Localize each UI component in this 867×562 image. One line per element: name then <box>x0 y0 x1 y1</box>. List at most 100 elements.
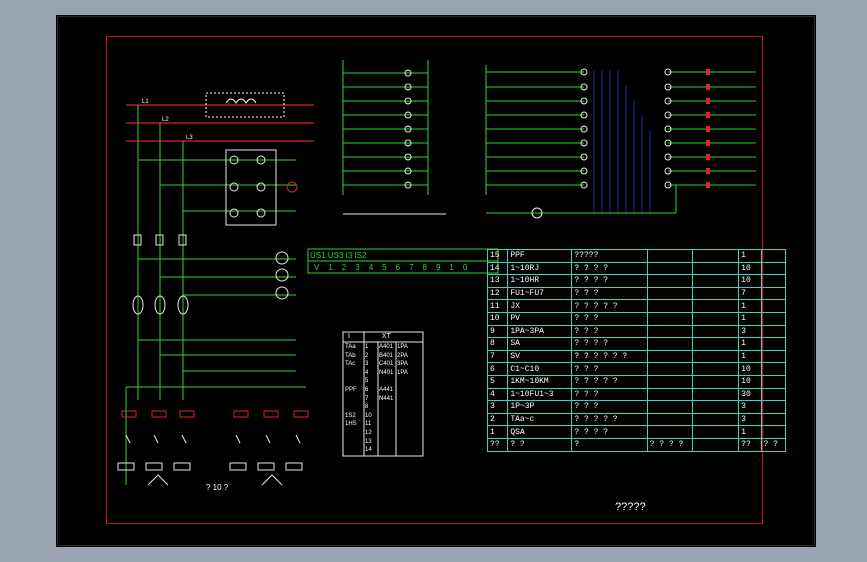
parts-cell-ut <box>760 400 787 414</box>
parts-cell-ds: ? ? ? ? ? <box>571 374 648 389</box>
parts-cell-ut <box>760 311 787 326</box>
parts-cell-ut <box>760 261 787 276</box>
parts-cell-nm: FU1~FU7 <box>507 286 573 301</box>
parts-cell-qt: 3 <box>738 324 762 339</box>
parts-cell-no: 8 <box>486 337 509 351</box>
parts-footer-gap <box>692 437 740 452</box>
xt-cell: B401 <box>379 352 394 359</box>
parts-cell-ut <box>760 374 787 389</box>
xt-cell: 2 <box>365 352 369 359</box>
parts-cell-ds: ? ? ? <box>571 400 648 414</box>
terminal-num: 8 <box>422 263 436 272</box>
xt-cell: 11 <box>365 421 372 428</box>
bottom-note: ? 10 ? <box>206 483 229 492</box>
parts-cell-gap <box>646 311 694 326</box>
title-block-text: ????? <box>615 501 646 513</box>
xt-cell: 3 <box>365 361 369 368</box>
xt-cell: A441 <box>379 386 394 393</box>
parts-cell-nm: SA <box>507 337 573 351</box>
parts-cell-qt: 1 <box>738 425 762 439</box>
parts-cell-nm: C1~C10 <box>507 362 573 376</box>
svg-text:L1: L1 <box>142 99 149 105</box>
xt-cell: 4 <box>365 369 369 376</box>
parts-cell-nm: SV <box>507 349 573 364</box>
parts-cell-ut <box>760 274 787 288</box>
parts-cell-gap <box>646 400 694 414</box>
parts-cell-ds: ? ? ? <box>571 311 648 326</box>
parts-cell-ut <box>760 425 787 439</box>
parts-cell-qt: 10 <box>738 362 762 376</box>
xt-header-xt: XT <box>381 333 391 340</box>
parts-cell-ut <box>760 249 787 263</box>
xt-cell: 5 <box>365 378 369 385</box>
xt-table-box <box>342 331 424 457</box>
parts-cell-qt: 1 <box>738 349 762 364</box>
terminal-header-4: IS2 <box>354 251 367 260</box>
xt-cell: 1PA <box>397 344 408 350</box>
svg-text:L2: L2 <box>162 117 169 123</box>
parts-cell-gap <box>692 274 740 288</box>
xt-header: I XT <box>348 333 391 340</box>
parts-cell-ds: ? ? ? ? ? <box>571 299 648 313</box>
parts-cell-nm: PPF <box>507 249 573 263</box>
parts-cell-nm: JX <box>507 299 573 313</box>
terminal-num: 1 <box>328 263 342 272</box>
parts-cell-nm: 1~10FU1~3 <box>507 387 573 402</box>
parts-cell-gap <box>692 337 740 351</box>
current-transformers <box>132 295 189 315</box>
parts-footer-row: ??? ??? ? ? ???? ? <box>486 437 787 452</box>
selector-switch <box>225 149 298 226</box>
terminal-header-1: US1 <box>310 251 326 260</box>
parts-cell-gap <box>692 425 740 439</box>
parts-cell-nm: 1PA~3PA <box>507 324 573 339</box>
parts-footer-ut: ? ? <box>760 437 787 452</box>
parts-cell-ds: ? ? ? ? <box>571 337 648 351</box>
xt-cell: TAc <box>345 361 356 368</box>
parts-cell-gap <box>692 299 740 313</box>
xt-cell: 12 <box>365 429 372 436</box>
parts-cell-ds: ? ? ? ? ? <box>571 412 648 427</box>
xt-header-i: I <box>348 333 350 340</box>
parts-cell-ut <box>760 324 787 339</box>
three-phase-bus <box>126 104 314 142</box>
plc-matrix <box>593 70 651 215</box>
parts-cell-gap <box>646 274 694 288</box>
parts-cell-qt: 1 <box>738 299 762 313</box>
parts-cell-gap <box>692 400 740 414</box>
parts-cell-gap <box>646 374 694 389</box>
parts-cell-gap <box>646 349 694 364</box>
parts-footer-gap: ? ? ? ? <box>646 437 694 452</box>
parts-cell-gap <box>646 425 694 439</box>
parts-cell-gap <box>646 362 694 376</box>
parts-cell-no: 11 <box>486 299 509 313</box>
xt-cell: 3PA <box>397 361 408 368</box>
parts-cell-ut <box>760 349 787 364</box>
terminal-num: 5 <box>382 263 396 272</box>
xt-cell: 1S2 <box>345 412 356 419</box>
parts-cell-gap <box>692 324 740 339</box>
matrix-nodes <box>531 68 672 219</box>
parts-cell-gap <box>646 387 694 402</box>
xt-row: 12 <box>345 429 417 438</box>
parts-cell-gap <box>692 412 740 427</box>
terminal-num: 9 <box>435 263 450 272</box>
xt-cell: N441 <box>379 395 394 402</box>
parts-cell-qt: 3 <box>738 412 762 427</box>
